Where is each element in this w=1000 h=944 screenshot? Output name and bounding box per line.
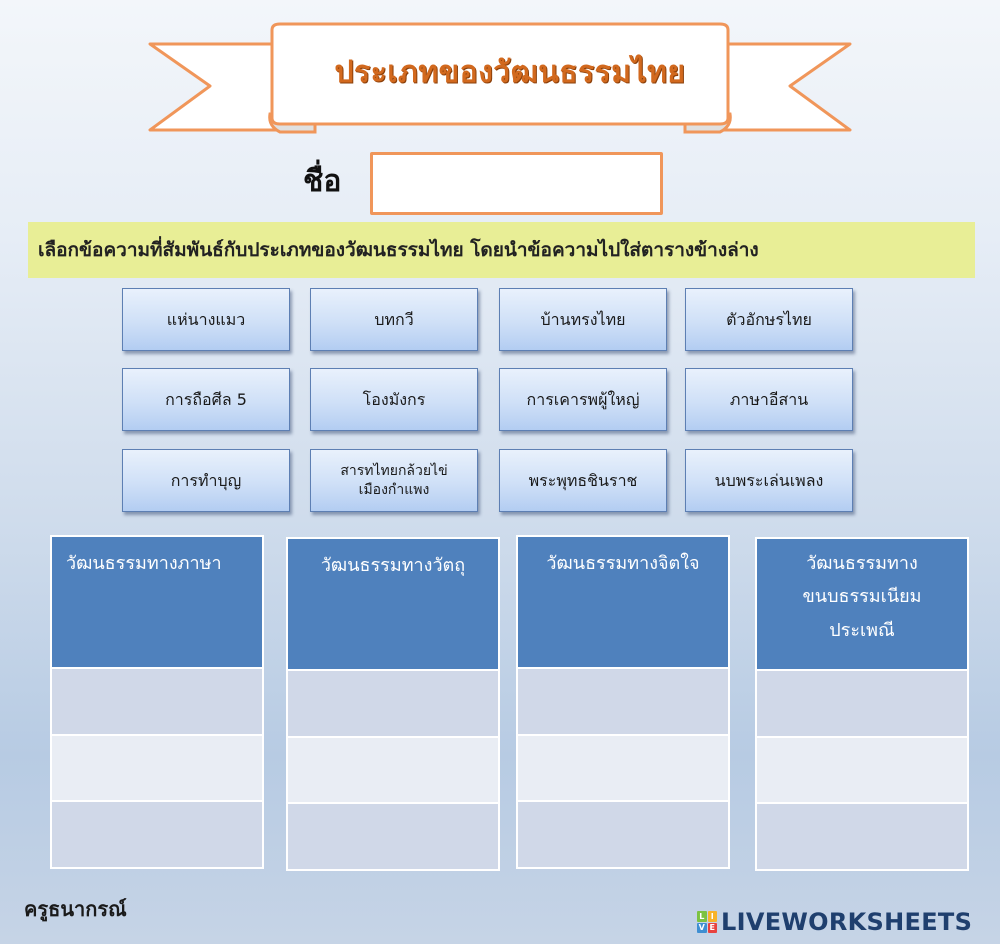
category-table-language: วัฒนธรรมทางภาษา xyxy=(50,535,264,869)
drop-slot[interactable] xyxy=(757,804,967,870)
category-header-line: ประเพณี xyxy=(829,619,895,641)
drop-slot[interactable] xyxy=(52,669,262,734)
word-card[interactable]: โองมังกร xyxy=(310,368,478,431)
instruction-text: เลือกข้อความที่สัมพันธ์กับประเภทของวัฒนธ… xyxy=(28,222,975,278)
liveworksheets-brand: L I V E LIVEWORKSHEETS xyxy=(697,906,972,938)
liveworksheets-logo-icon: L I V E xyxy=(697,911,717,933)
logo-letter: I xyxy=(707,911,717,922)
logo-letter: L xyxy=(697,911,707,922)
word-card[interactable]: นบพระเล่นเพลง xyxy=(685,449,853,512)
brand-text: LIVEWORKSHEETS xyxy=(721,908,973,936)
drop-slot[interactable] xyxy=(288,671,498,736)
word-card[interactable]: สารทไทยกล้วยไข่ เมืองกำแพง xyxy=(310,449,478,512)
word-card-line: เมืองกำแพง xyxy=(358,481,430,498)
drop-slot[interactable] xyxy=(757,737,967,803)
drop-slot[interactable] xyxy=(518,735,728,801)
word-card[interactable]: บ้านทรงไทย xyxy=(499,288,667,351)
name-label: ชื่อ xyxy=(303,164,342,199)
category-table-material: วัฒนธรรมทางวัตถุ xyxy=(286,537,500,871)
logo-letter: V xyxy=(697,922,707,933)
drop-slot[interactable] xyxy=(52,735,262,801)
word-card-line: สารทไทยกล้วยไข่ xyxy=(340,462,448,479)
category-header-line: วัฒนธรรมทาง xyxy=(806,553,918,574)
drop-slot[interactable] xyxy=(518,669,728,734)
page-title: ประเภทของวัฒนธรรมไทย xyxy=(334,54,686,90)
category-header: วัฒนธรรมทาง ขนบธรรมเนียม ประเพณี xyxy=(757,539,967,669)
category-header: วัฒนธรรมทางภาษา xyxy=(52,537,262,667)
drop-slot[interactable] xyxy=(52,802,262,868)
drop-slot[interactable] xyxy=(288,737,498,803)
word-card[interactable]: บทกวี xyxy=(310,288,478,351)
name-input[interactable] xyxy=(370,152,663,215)
word-card[interactable]: การเคารพผู้ใหญ่ xyxy=(499,368,667,431)
word-card[interactable]: การถือศีล 5 xyxy=(122,368,290,431)
word-card[interactable]: พระพุทธชินราช xyxy=(499,449,667,512)
drop-slot[interactable] xyxy=(518,802,728,868)
word-card[interactable]: การทำบุญ xyxy=(122,449,290,512)
category-table-customs: วัฒนธรรมทาง ขนบธรรมเนียม ประเพณี xyxy=(755,537,969,871)
word-card[interactable]: ตัวอักษรไทย xyxy=(685,288,853,351)
category-header: วัฒนธรรมทางวัตถุ xyxy=(288,539,498,669)
logo-letter: E xyxy=(707,922,717,933)
author-name: ครูธนากรณ์ xyxy=(24,897,127,921)
word-card[interactable]: ภาษาอีสาน xyxy=(685,368,853,431)
title-ribbon-banner xyxy=(148,22,852,134)
category-header: วัฒนธรรมทางจิตใจ xyxy=(518,537,728,667)
category-table-spiritual: วัฒนธรรมทางจิตใจ xyxy=(516,535,730,869)
word-card[interactable]: แห่นางแมว xyxy=(122,288,290,351)
drop-slot[interactable] xyxy=(288,804,498,870)
drop-slot[interactable] xyxy=(757,671,967,736)
category-header-line: ขนบธรรมเนียม xyxy=(802,586,922,608)
